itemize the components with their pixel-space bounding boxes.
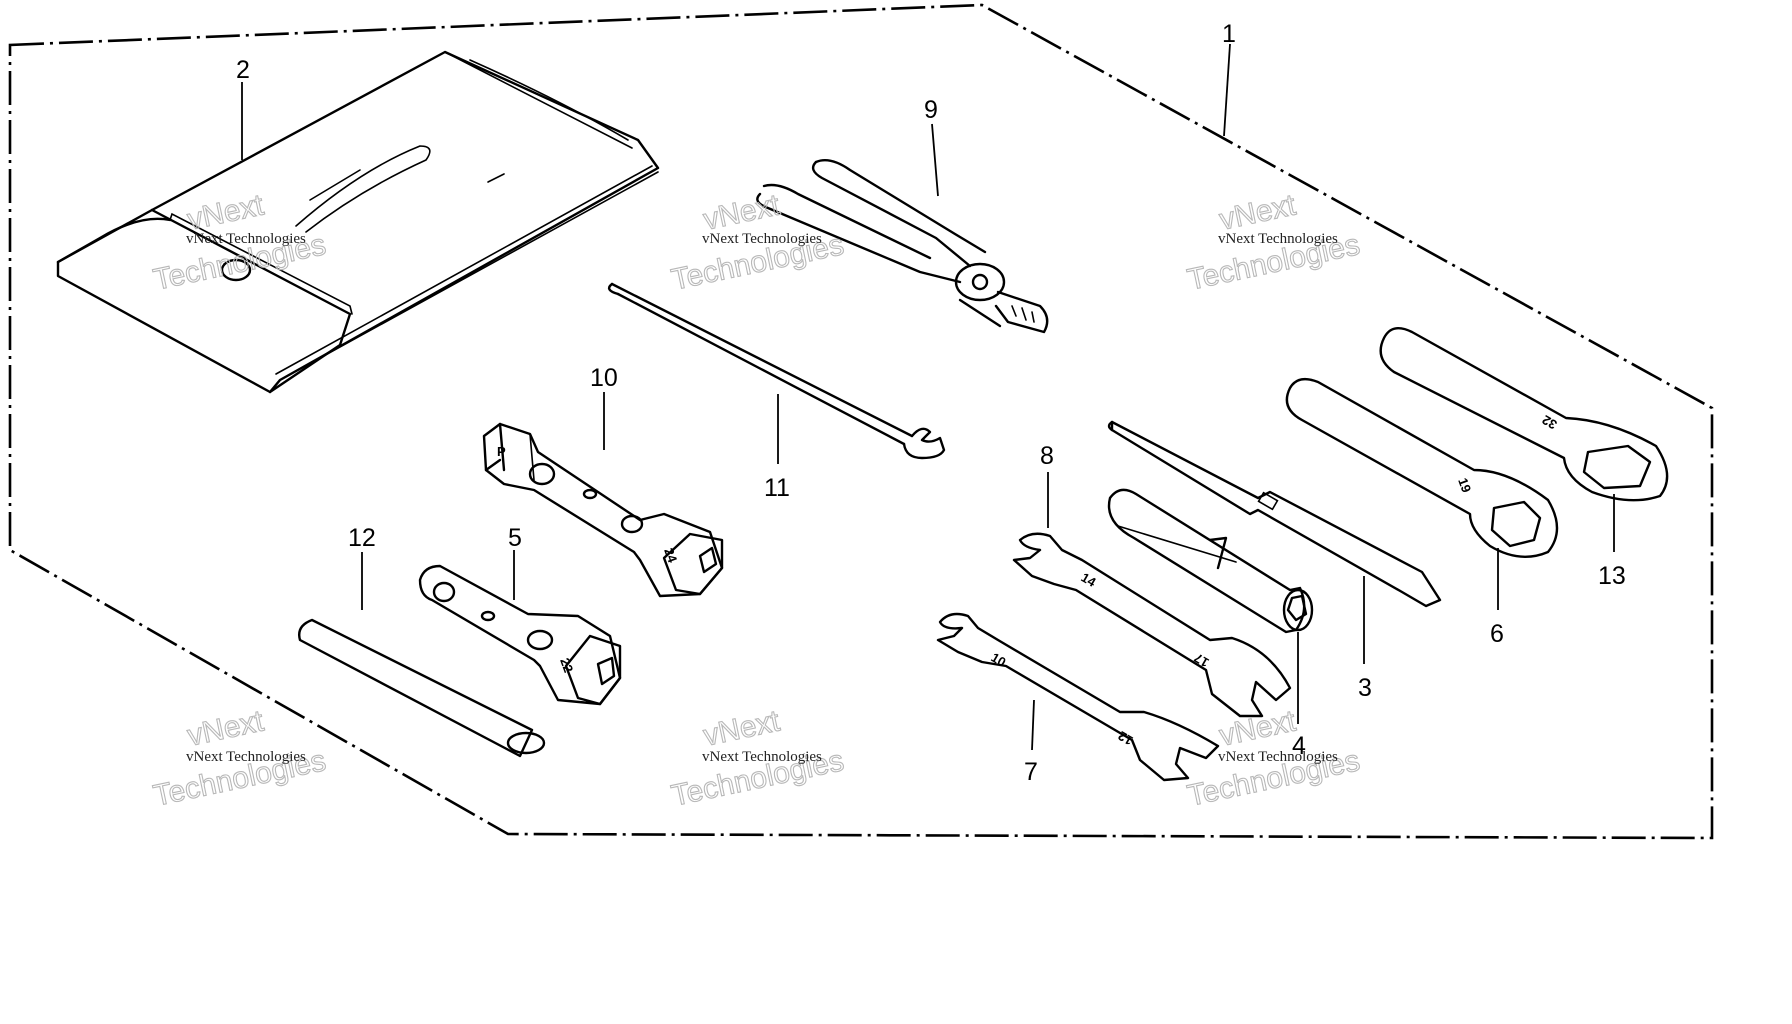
wrench8-stamp-17: 17 [1191,650,1211,670]
screwdriver-grip [1107,488,1314,634]
wrench-10-12: 10 12 [936,612,1220,782]
wrench7-stamp-10: 10 [989,650,1009,670]
ring-wrench-32: 32 [1379,326,1669,502]
callout-4: 4 [1292,732,1306,760]
watermarks: vNext Technologies vNext Technologies vN… [150,188,1363,813]
svg-text:vNext Technologies: vNext Technologies [186,749,306,765]
callout-12: 12 [348,524,376,552]
svg-text:vNext Technologies: vNext Technologies [702,749,822,765]
wrench-14-17: 14 17 [1012,532,1292,718]
box-socket-22: 22 [418,564,622,706]
callout-7: 7 [1024,758,1038,786]
svg-text:vNext: vNext [185,704,268,752]
callout-10: 10 [590,364,618,392]
ring13-stamp-32: 32 [1539,412,1559,432]
svg-text:vNext: vNext [1217,188,1300,236]
watermark-bl: vNext Technologies vNext Technologies [150,704,329,813]
socket-stamp-24: 24 [661,546,680,565]
svg-text:vNext: vNext [1217,704,1300,752]
callout-1: 1 [1222,20,1236,48]
svg-text:vNext Technologies: vNext Technologies [702,231,822,247]
svg-text:vNext Technologies: vNext Technologies [1218,231,1338,247]
callout-5: 5 [508,524,522,552]
callout-13: 13 [1598,562,1626,590]
callout-2: 2 [236,56,250,84]
handle-rod [607,282,946,460]
callouts: 1 2 3 4 5 6 7 8 9 10 11 12 13 [236,20,1626,786]
svg-text:vNext: vNext [701,188,784,236]
svg-text:vNext Technologies: vNext Technologies [1218,749,1338,765]
watermark-tr: vNext Technologies vNext Technologies [1184,188,1363,297]
callout-9: 9 [924,96,938,124]
extension-bar [298,618,546,758]
wrench7-stamp-12: 12 [1115,728,1135,748]
svg-text:vNext: vNext [701,704,784,752]
watermark-br: vNext Technologies vNext Technologies [1184,704,1363,813]
kit-boundary [8,3,1714,840]
callout-3: 3 [1358,674,1372,702]
wrench8-stamp-14: 14 [1079,570,1100,591]
ring6-stamp-19: 19 [1455,476,1474,495]
pliers [756,159,1049,334]
callout-11: 11 [764,474,790,502]
ring-wrench-19: 19 [1285,377,1559,558]
callout-8: 8 [1040,442,1054,470]
svg-text:vNext Technologies: vNext Technologies [186,231,306,247]
svg-text:vNext: vNext [185,188,268,236]
tool-bag [56,50,660,394]
leader-lines [241,43,1615,751]
watermark-bc: vNext Technologies vNext Technologies [668,704,847,813]
socket-stamp-22: 22 [557,656,576,675]
socket-stamp-p: P [497,444,506,459]
callout-6: 6 [1490,620,1504,648]
screwdriver [1107,420,1442,608]
box-socket-24: P 24 [482,422,724,598]
